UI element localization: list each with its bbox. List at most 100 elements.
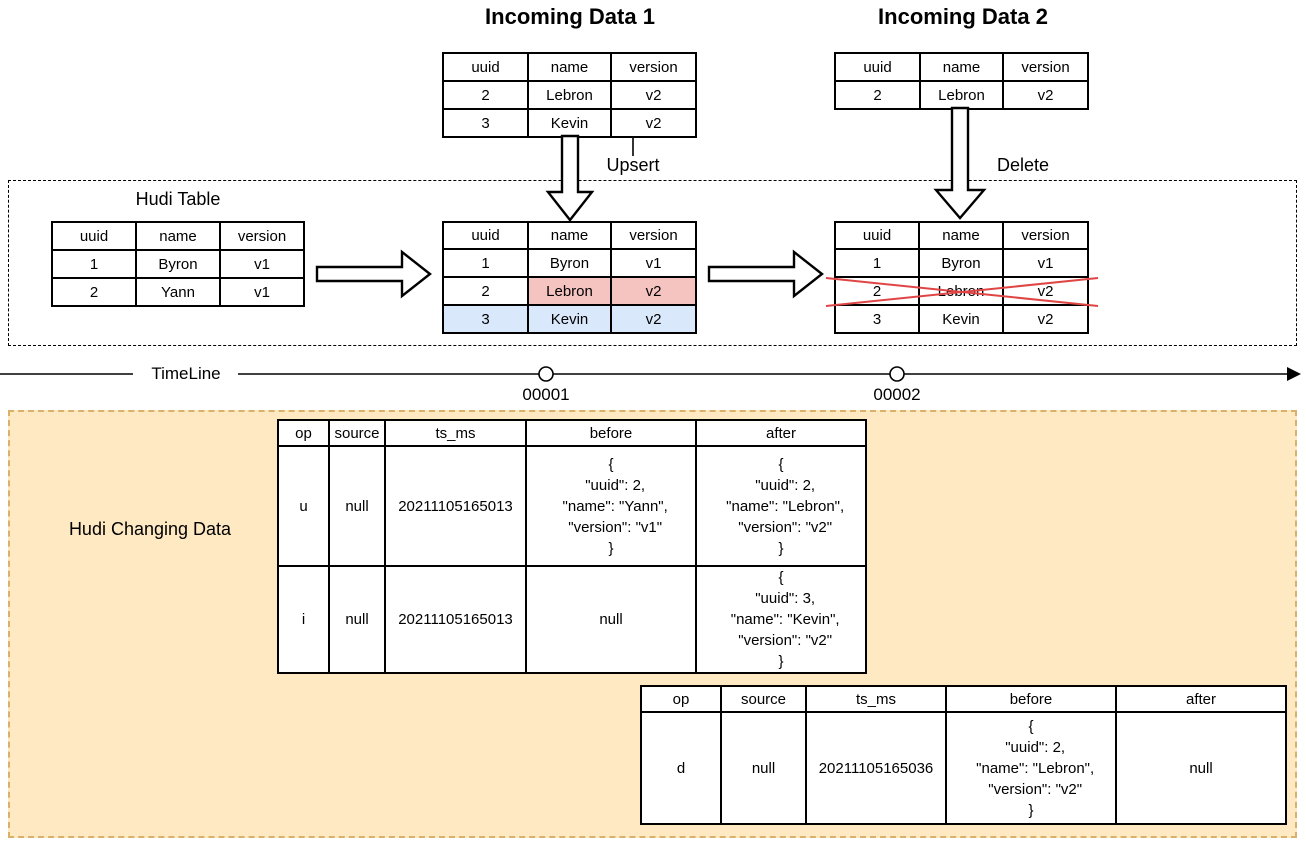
column-header: version (1002, 52, 1089, 82)
cell: 2 (834, 80, 921, 110)
column-header: uuid (834, 221, 920, 250)
cell: v2 (1002, 80, 1089, 110)
cell: { "uuid": 3, "name": "Kevin", "version":… (695, 565, 867, 674)
cell: v2 (610, 276, 697, 306)
column-header: uuid (51, 221, 137, 251)
cell: Byron (135, 249, 221, 279)
commit-1-label: 00001 (522, 385, 570, 404)
cell: Byron (918, 248, 1004, 278)
cell: null (328, 565, 386, 674)
cell: Lebron (918, 276, 1004, 306)
cell: i (277, 565, 330, 674)
cell: Lebron (527, 80, 612, 110)
cell: Kevin (527, 304, 612, 334)
cell: v2 (1002, 304, 1089, 334)
column-header: op (640, 685, 722, 713)
cell: Kevin (918, 304, 1004, 334)
column-header: name (135, 221, 221, 251)
upsert-label: Upsert (606, 155, 660, 175)
column-header: before (525, 419, 697, 447)
cell: null (1115, 711, 1287, 825)
column-header: name (527, 52, 612, 82)
cell: 2 (834, 276, 920, 306)
timeline-label: TimeLine (137, 364, 235, 384)
cell: { "uuid": 2, "name": "Lebron", "version"… (945, 711, 1117, 825)
cell: 3 (834, 304, 920, 334)
cell: Lebron (919, 80, 1004, 110)
incoming-data-1-title: Incoming Data 1 (485, 4, 655, 29)
delete-label: Delete (996, 155, 1050, 175)
cell: null (720, 711, 807, 825)
hudi-table-title: Hudi Table (135, 189, 221, 209)
column-header: source (328, 419, 386, 447)
cell: 3 (442, 108, 529, 138)
column-header: op (277, 419, 330, 447)
cell: 2 (442, 80, 529, 110)
cell: 20211105165036 (805, 711, 947, 825)
cell: v1 (610, 248, 697, 278)
hudi-changing-data-title: Hudi Changing Data (68, 519, 232, 539)
column-header: version (219, 221, 305, 251)
commit-point-1-icon (538, 366, 554, 382)
cell: Lebron (527, 276, 612, 306)
cell: v1 (1002, 248, 1089, 278)
cell: v2 (1002, 276, 1089, 306)
cell: 20211105165013 (384, 565, 527, 674)
column-header: name (918, 221, 1004, 250)
column-header: ts_ms (384, 419, 527, 447)
cell: Yann (135, 277, 221, 307)
commit-point-2-icon (889, 366, 905, 382)
cell: { "uuid": 2, "name": "Yann", "version": … (525, 445, 697, 567)
cell: 1 (442, 248, 529, 278)
cell: null (328, 445, 386, 567)
column-header: uuid (442, 221, 529, 250)
column-header: ts_ms (805, 685, 947, 713)
column-header: version (1002, 221, 1089, 250)
cell: u (277, 445, 330, 567)
column-header: source (720, 685, 807, 713)
cell: 1 (51, 249, 137, 279)
column-header: uuid (834, 52, 921, 82)
cell: 20211105165013 (384, 445, 527, 567)
commit-2-label: 00002 (873, 385, 921, 404)
cell: v1 (219, 277, 305, 307)
cell: Kevin (527, 108, 612, 138)
cell: 2 (51, 277, 137, 307)
hudi-table-container (8, 180, 1297, 346)
cell: v2 (610, 80, 697, 110)
cell: null (525, 565, 697, 674)
cell: v2 (610, 304, 697, 334)
cell: Byron (527, 248, 612, 278)
column-header: version (610, 221, 697, 250)
column-header: before (945, 685, 1117, 713)
column-header: version (610, 52, 697, 82)
column-header: after (1115, 685, 1287, 713)
column-header: name (919, 52, 1004, 82)
column-header: uuid (442, 52, 529, 82)
